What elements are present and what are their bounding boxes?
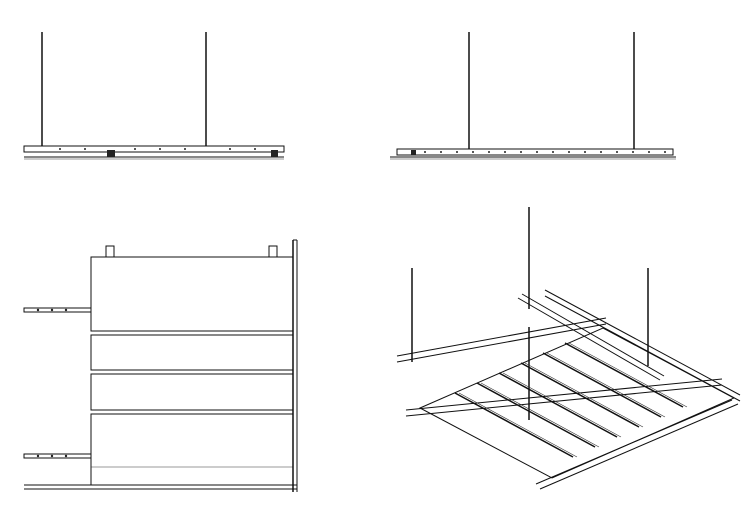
rail-hole [456, 151, 458, 153]
slat-line [564, 342, 684, 408]
ceiling-slats [454, 342, 688, 458]
carrier-rail-front [405, 378, 723, 417]
carrier-bottom [23, 453, 92, 459]
slat-line [502, 372, 622, 438]
carrier-rail [23, 145, 285, 153]
rail-hole [584, 151, 586, 153]
rail-holes [59, 148, 256, 150]
carrier-rail [396, 148, 674, 156]
rail-hole [648, 151, 650, 153]
slat-line [546, 352, 666, 418]
rail-holes [424, 151, 666, 153]
slat-line [458, 392, 578, 458]
rail-hole [552, 151, 554, 153]
slat-line [476, 382, 596, 448]
rail-hole [632, 151, 634, 153]
carrier-top [23, 307, 92, 313]
slat-line [520, 362, 640, 428]
slat-line [568, 342, 688, 408]
hanger-cap-left [105, 245, 115, 258]
ceiling-panel-2 [90, 334, 294, 371]
bottom-trim [535, 399, 733, 485]
rail-hole [424, 151, 426, 153]
clip-left [107, 150, 115, 157]
rail-hole [600, 151, 602, 153]
rail-hole [536, 151, 538, 153]
rail-hole [520, 151, 522, 153]
slat-line [542, 352, 662, 418]
rail-hole [504, 151, 506, 153]
side-rail-left [517, 293, 665, 381]
rail-hole [616, 151, 618, 153]
rail-hole [472, 151, 474, 153]
front-elevation-view [23, 32, 285, 160]
clip-right [271, 150, 278, 157]
slat-line [454, 392, 574, 458]
ceiling-panel-4 [90, 413, 294, 486]
hanger-cap-right [268, 245, 278, 258]
slat-line [524, 362, 644, 428]
rail-hole [440, 151, 442, 153]
side-rail-right [544, 289, 741, 402]
ceiling-panel-plane [418, 327, 736, 479]
rail-hole [664, 151, 666, 153]
isometric-view [396, 207, 741, 490]
ceiling-panel-3 [90, 373, 294, 411]
side-elevation-view [390, 32, 676, 160]
slat-line [498, 372, 618, 438]
rail-hole [568, 151, 570, 153]
plan-view [23, 239, 298, 492]
clip [411, 150, 416, 155]
rail-hole [488, 151, 490, 153]
ceiling-panel-1 [90, 256, 294, 332]
carrier-rail-back [396, 317, 607, 363]
slat-line [480, 382, 600, 448]
